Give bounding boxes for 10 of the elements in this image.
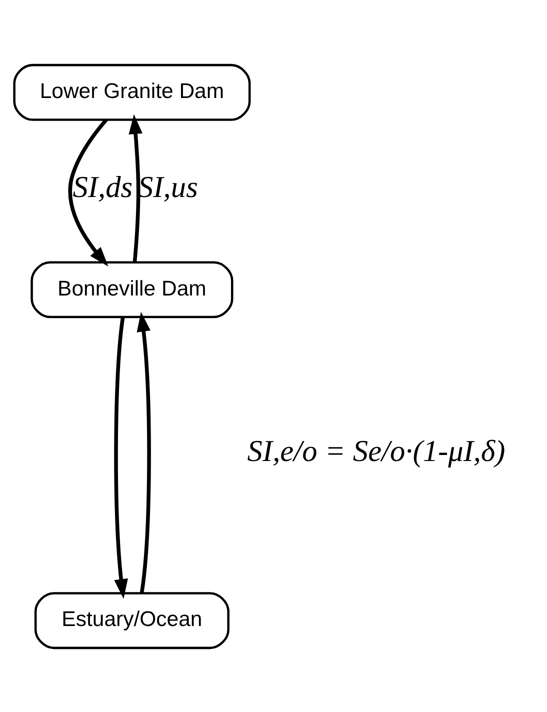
arrow	[136, 311, 151, 593]
edge-label: SI,us	[138, 170, 198, 204]
node-box: Lower Granite Dam	[13, 63, 251, 120]
node-box: Bonneville Dam	[30, 260, 234, 318]
label: SI,e/o = Se/o·(1-μI,δ)	[247, 434, 506, 468]
arrow	[114, 316, 128, 598]
arrow	[128, 114, 142, 262]
edge-label: SI,ds	[72, 170, 133, 204]
arrow	[68, 118, 108, 266]
node-box: Estuary/Ocean	[34, 592, 230, 649]
